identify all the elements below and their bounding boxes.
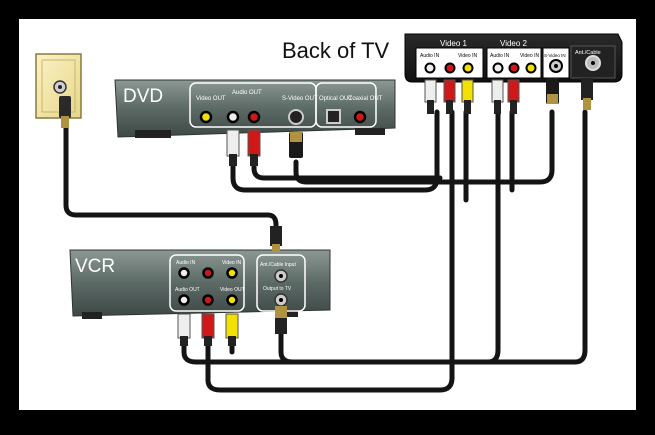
dvd-player	[114, 79, 396, 138]
tv-title: Back of TV	[282, 38, 390, 63]
dvd-svideo-out: S-Video OUT	[282, 96, 318, 102]
cable-vcr-audio-red	[205, 109, 455, 393]
vcr-video-in: Video IN	[222, 260, 241, 266]
coax-plug-icon	[59, 96, 71, 128]
s-video-plug-icon	[546, 78, 559, 104]
wall-outlet-icon	[35, 53, 82, 119]
vcr-ant-cable-input: Ant./Cable Input	[260, 262, 296, 268]
cables	[63, 109, 588, 393]
dvd-title: DVD	[123, 86, 163, 107]
vcr-audio-in: Audio IN	[176, 260, 196, 266]
tv-v1-audio-in: Audio IN	[420, 53, 440, 59]
rca-plug-icon	[424, 79, 520, 114]
vcr-audio-out: Audio OUT	[175, 287, 200, 293]
cable-dvd-audio-red	[251, 147, 443, 181]
vcr-plugs	[177, 306, 287, 346]
vcr-title: VCR	[75, 256, 115, 277]
vcr-input-coax-plug	[270, 226, 282, 252]
tv-back-panel	[404, 33, 623, 83]
dvd-audio-out: Audio OUT	[232, 90, 262, 96]
cable-vcr-to-tv-ant	[278, 109, 588, 365]
tv-v2-video-in: Video IN	[520, 53, 539, 59]
tv-svideo-in: S-Video IN	[544, 53, 566, 58]
tv-coax-plug	[581, 78, 593, 110]
dvd-optical-out: Optical OUT	[319, 96, 352, 102]
vcr-video-out: Video OUT	[220, 287, 245, 293]
cable-dvd-svideo	[293, 109, 555, 185]
tv-video2-label: Video 2	[500, 39, 528, 48]
vcr	[69, 249, 331, 319]
vcr-output-to-tv: Output to TV	[263, 286, 292, 292]
tv-video1-label: Video 1	[440, 39, 468, 48]
tv-ant-cable: Ant./Cable	[575, 50, 601, 56]
vcr-av-panel	[169, 254, 245, 312]
tv-v2-audio-in: Audio IN	[490, 53, 510, 59]
tv-v1-video-in: Video IN	[458, 53, 477, 59]
dvd-video-out: Video OUT	[196, 96, 226, 102]
dvd-digital-panel	[315, 82, 377, 128]
dvd-plugs	[226, 129, 303, 166]
cable-wall-to-vcr	[63, 117, 279, 241]
dvd-coaxial-out: Coaxial OUT	[348, 96, 383, 102]
